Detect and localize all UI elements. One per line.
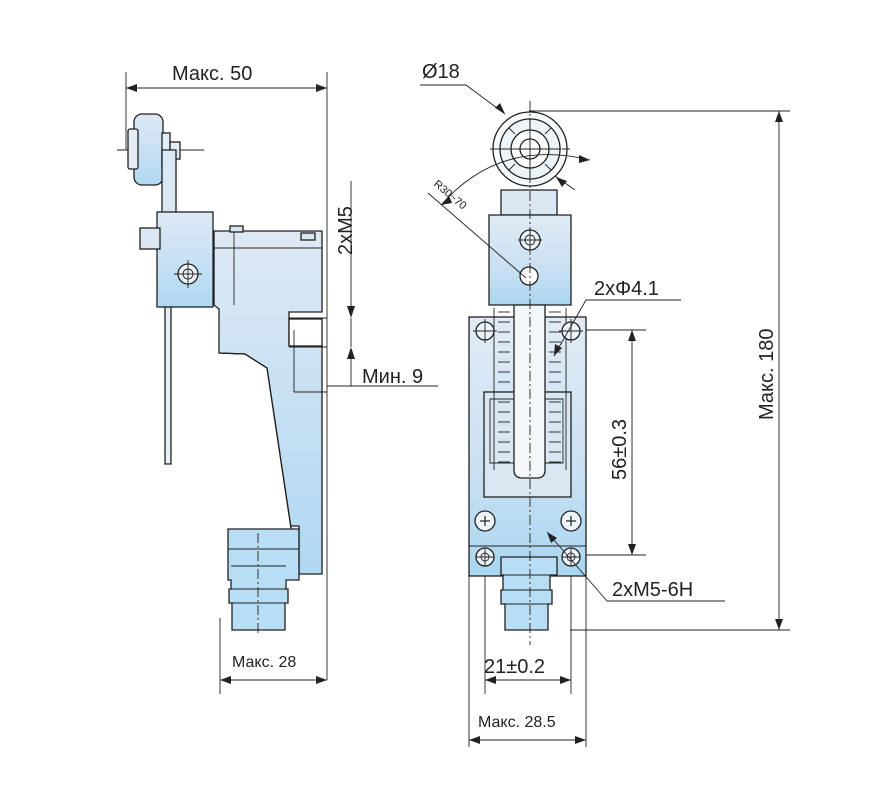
max-50-label: Макс. 50 [172, 63, 252, 85]
diameter-18-label: Ø18 [422, 61, 460, 83]
radius-30-70-label: R30~70 [431, 178, 468, 212]
two-x-m5-label: 2xM5 [335, 206, 357, 255]
max-28-label: Макс. 28 [232, 654, 296, 671]
width-21-label: 21±0.2 [484, 656, 545, 678]
front-view [420, 84, 790, 747]
two-x-phi-4-1-label: 2xΦ4.1 [594, 278, 659, 300]
max-180-label: Макс. 180 [756, 329, 778, 420]
center-distance-label: 56±0.3 [609, 419, 631, 480]
two-x-m5-6h-label: 2xM5-6H [612, 579, 693, 601]
min-9-label: Мин. 9 [362, 366, 423, 388]
side-view [117, 72, 438, 694]
max-28-5-label: Макс. 28.5 [478, 714, 556, 731]
